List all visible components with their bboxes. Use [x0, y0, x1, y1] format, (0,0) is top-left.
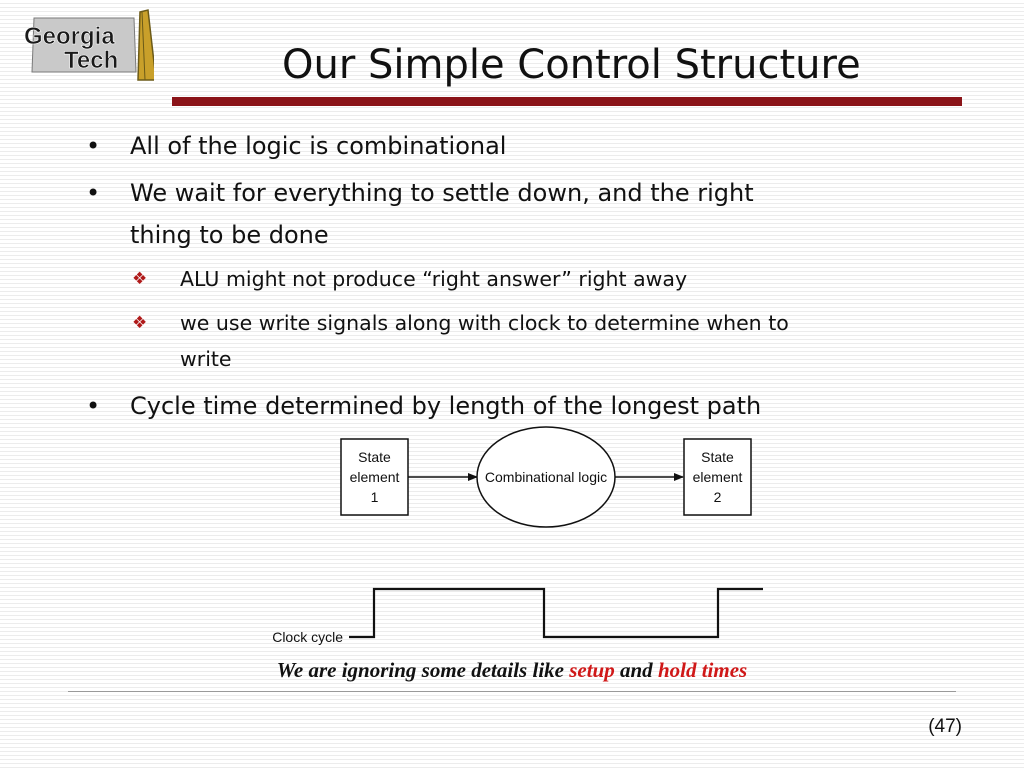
footnote-text: and	[614, 658, 658, 682]
sub-bullet-text: we use write signals along with clock to…	[180, 311, 789, 335]
state-element-1-label: element	[350, 469, 400, 485]
bullet-marker: •	[86, 392, 101, 420]
bullet-text: Cycle time determined by length of the l…	[130, 392, 762, 420]
state-element-1-box	[340, 438, 409, 516]
sub-bullet-text: ALU might not produce “right answer” rig…	[180, 267, 688, 291]
clock-cycle-label: Clock cycle	[272, 629, 343, 645]
footnote-text: We are ignoring some details like	[276, 658, 570, 682]
combinational-logic-label: Combinational logic	[485, 469, 607, 485]
footer-divider	[68, 691, 956, 692]
page-number: (47)	[928, 716, 962, 737]
slide-title: Our Simple Control Structure	[282, 42, 861, 88]
sub-bullet-text: write	[180, 347, 232, 371]
state-element-1-label: 1	[371, 489, 379, 505]
footnote-term-setup: setup	[569, 658, 615, 682]
footnote: We are ignoring some details like setup …	[0, 656, 1024, 684]
state-element-2-label: 2	[714, 489, 722, 505]
state-element-1-label: State	[358, 449, 391, 465]
clock-signal	[349, 587, 763, 639]
georgia-tech-logo: Georgia Tech	[24, 9, 154, 81]
diamond-bullet-icon: ❖	[132, 269, 148, 289]
logo-line-2: Tech	[64, 47, 118, 74]
state-element-2-box	[683, 438, 752, 516]
bullet-text: thing to be done	[130, 221, 329, 249]
bullet-text: All of the logic is combinational	[130, 132, 507, 160]
state-element-2-label: element	[693, 469, 743, 485]
diamond-bullet-icon: ❖	[132, 313, 148, 333]
logo-line-1: Georgia	[24, 23, 115, 50]
title-underline	[172, 97, 962, 106]
bullet-marker: •	[86, 132, 101, 160]
bullet-text: We wait for everything to settle down, a…	[130, 179, 754, 207]
footnote-term-hold-times: hold times	[657, 658, 748, 682]
state-element-2-label: State	[701, 449, 734, 465]
bullet-marker: •	[86, 179, 101, 207]
